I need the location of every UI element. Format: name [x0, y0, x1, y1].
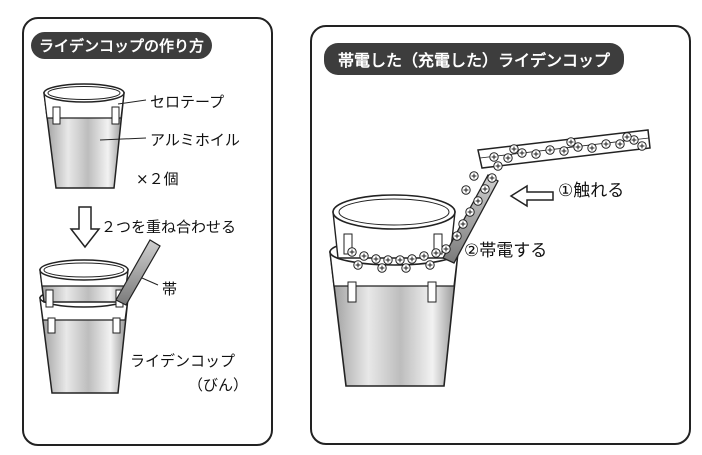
label-charge: ②帯電する — [464, 241, 548, 261]
down-arrow-icon — [69, 206, 101, 249]
label-tape: セロテープ — [150, 93, 225, 111]
label-step: ２つを重ね合わせる — [101, 218, 237, 236]
label-strip: 帯 — [162, 280, 178, 298]
strip-leader-line — [141, 277, 159, 286]
tape-leader-line — [117, 99, 147, 105]
label-touch: ①触れる — [558, 181, 625, 201]
label-count: ×２個 — [136, 170, 179, 188]
charged-cup-icon — [329, 174, 499, 387]
right-panel-title: 帯電した（充電した）ライデンコップ — [324, 43, 625, 75]
label-result-sub: （びん） — [188, 376, 249, 394]
charged-rod-icon — [477, 129, 651, 169]
foil-leader-line — [99, 137, 147, 141]
cup-icon — [43, 83, 125, 189]
label-foil: アルミホイル — [150, 131, 240, 149]
label-result: ライデンコップ — [130, 352, 236, 370]
touch-arrow-icon — [509, 184, 554, 208]
stacked-cups-icon — [39, 239, 161, 394]
left-panel-title: ライデンコップの作り方 — [31, 32, 213, 59]
